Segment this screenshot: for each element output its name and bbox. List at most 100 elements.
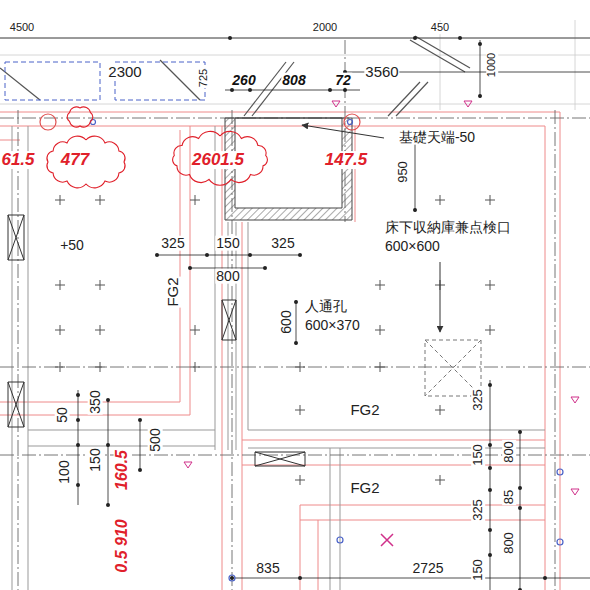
braces <box>0 36 470 116</box>
level-mark <box>332 101 340 107</box>
plus-marker <box>95 195 105 205</box>
dimension-label: 835 <box>255 561 280 576</box>
foundation-edge <box>0 140 20 141</box>
plus-marker <box>190 362 200 372</box>
dimension-tick <box>205 253 209 257</box>
note-label: 床下収納庫兼点検口 600×600 <box>384 218 518 256</box>
dimension-tick <box>248 253 252 257</box>
foundation-edge <box>190 126 191 415</box>
hatched-wall <box>225 118 352 220</box>
plus-marker <box>435 405 445 415</box>
dimension-tick <box>106 503 110 507</box>
vent-box <box>8 215 24 260</box>
dimension-tick <box>488 553 492 557</box>
foundation-wall <box>248 222 249 430</box>
dimension-label: 2000 <box>312 22 338 34</box>
dimension-line <box>490 380 491 590</box>
foundation-wall <box>248 448 545 449</box>
dimension-line <box>225 90 360 91</box>
dimension-label: 150 <box>471 558 485 582</box>
foundation-wall <box>28 446 215 447</box>
dimension-tick <box>76 483 80 487</box>
marker-circle <box>344 114 360 130</box>
marker-circle <box>337 537 343 543</box>
dimension-tick <box>106 443 110 447</box>
revision-cloud <box>173 131 268 185</box>
vent-box <box>255 452 305 466</box>
dimension-label: 325 <box>471 498 485 522</box>
blue-boxes <box>5 62 205 100</box>
dimension-tick <box>248 88 252 92</box>
foundation-wall <box>248 430 545 431</box>
dimension-tick <box>230 576 234 580</box>
dimension-tick <box>413 208 417 212</box>
level-mark <box>571 397 579 403</box>
dimension-tick <box>76 418 80 422</box>
foundation-wall <box>28 126 29 590</box>
dimension-line <box>157 255 300 256</box>
dimension-label: 147.5 <box>324 151 369 169</box>
dimension-tick <box>188 266 192 270</box>
brace-line <box>160 60 200 100</box>
marker-circle <box>557 539 563 545</box>
plus-marker <box>295 362 305 372</box>
dimension-tick <box>263 266 267 270</box>
plus-marker <box>190 325 200 335</box>
dimension-label: 450 <box>430 22 450 34</box>
dimension-label: 725 <box>198 68 210 88</box>
brace-line <box>388 82 420 116</box>
dimension-tick <box>413 36 417 40</box>
marker-circle <box>229 575 235 581</box>
plus-marker <box>95 362 105 372</box>
dimension-label: 1000 <box>486 52 498 78</box>
revision-clouds <box>47 107 267 188</box>
dimension-tick <box>478 94 482 98</box>
dimension-line <box>296 300 297 345</box>
dimension-tick <box>138 468 142 472</box>
grid-axis <box>18 110 19 590</box>
dimension-tick <box>294 300 298 304</box>
plus-marker <box>375 362 385 372</box>
dimension-tick <box>228 36 232 40</box>
plus-marker <box>190 195 200 205</box>
plus-marker <box>485 280 495 290</box>
marker-circle <box>40 114 56 130</box>
foundation-edge <box>222 126 223 590</box>
dimension-tick <box>155 253 159 257</box>
dimension-label: 325 <box>160 236 185 251</box>
level-mark <box>571 489 579 495</box>
foundation-wall <box>228 222 229 450</box>
dashed-box <box>5 62 100 100</box>
dimension-label: 150 <box>215 236 240 251</box>
dimension-tick <box>488 443 492 447</box>
dimension-label: 800 <box>502 440 516 464</box>
level-mark <box>184 462 192 468</box>
dimension-tick <box>458 36 462 40</box>
vent-box <box>8 382 24 427</box>
plus-marker <box>95 280 105 290</box>
foundation-edge <box>318 520 319 590</box>
dimension-label: 50 <box>55 406 70 424</box>
plus-marker <box>435 195 445 205</box>
dimension-tick <box>518 430 522 434</box>
dimension-label: 4500 <box>9 22 35 34</box>
dimension-label: 61.5 <box>0 151 35 169</box>
dimension-label: 72 <box>334 73 352 88</box>
foundation-edge <box>180 130 181 402</box>
plus-marker <box>55 325 65 335</box>
foundation-edge <box>300 520 545 521</box>
dimension-label: 150 <box>88 447 103 472</box>
dimension-tick <box>518 486 522 490</box>
brace-line <box>0 68 40 100</box>
leader-arrow <box>440 262 441 332</box>
plus-marker <box>95 325 105 335</box>
dimension-label: 950 <box>396 160 410 184</box>
reference-line <box>575 20 576 110</box>
plus-marker <box>375 280 385 290</box>
dimension-tick <box>488 383 492 387</box>
brace-line <box>410 40 465 72</box>
dimension-tick <box>138 418 142 422</box>
magenta-mark <box>381 534 393 546</box>
plus-marker <box>485 325 495 335</box>
dimension-tick <box>488 528 492 532</box>
